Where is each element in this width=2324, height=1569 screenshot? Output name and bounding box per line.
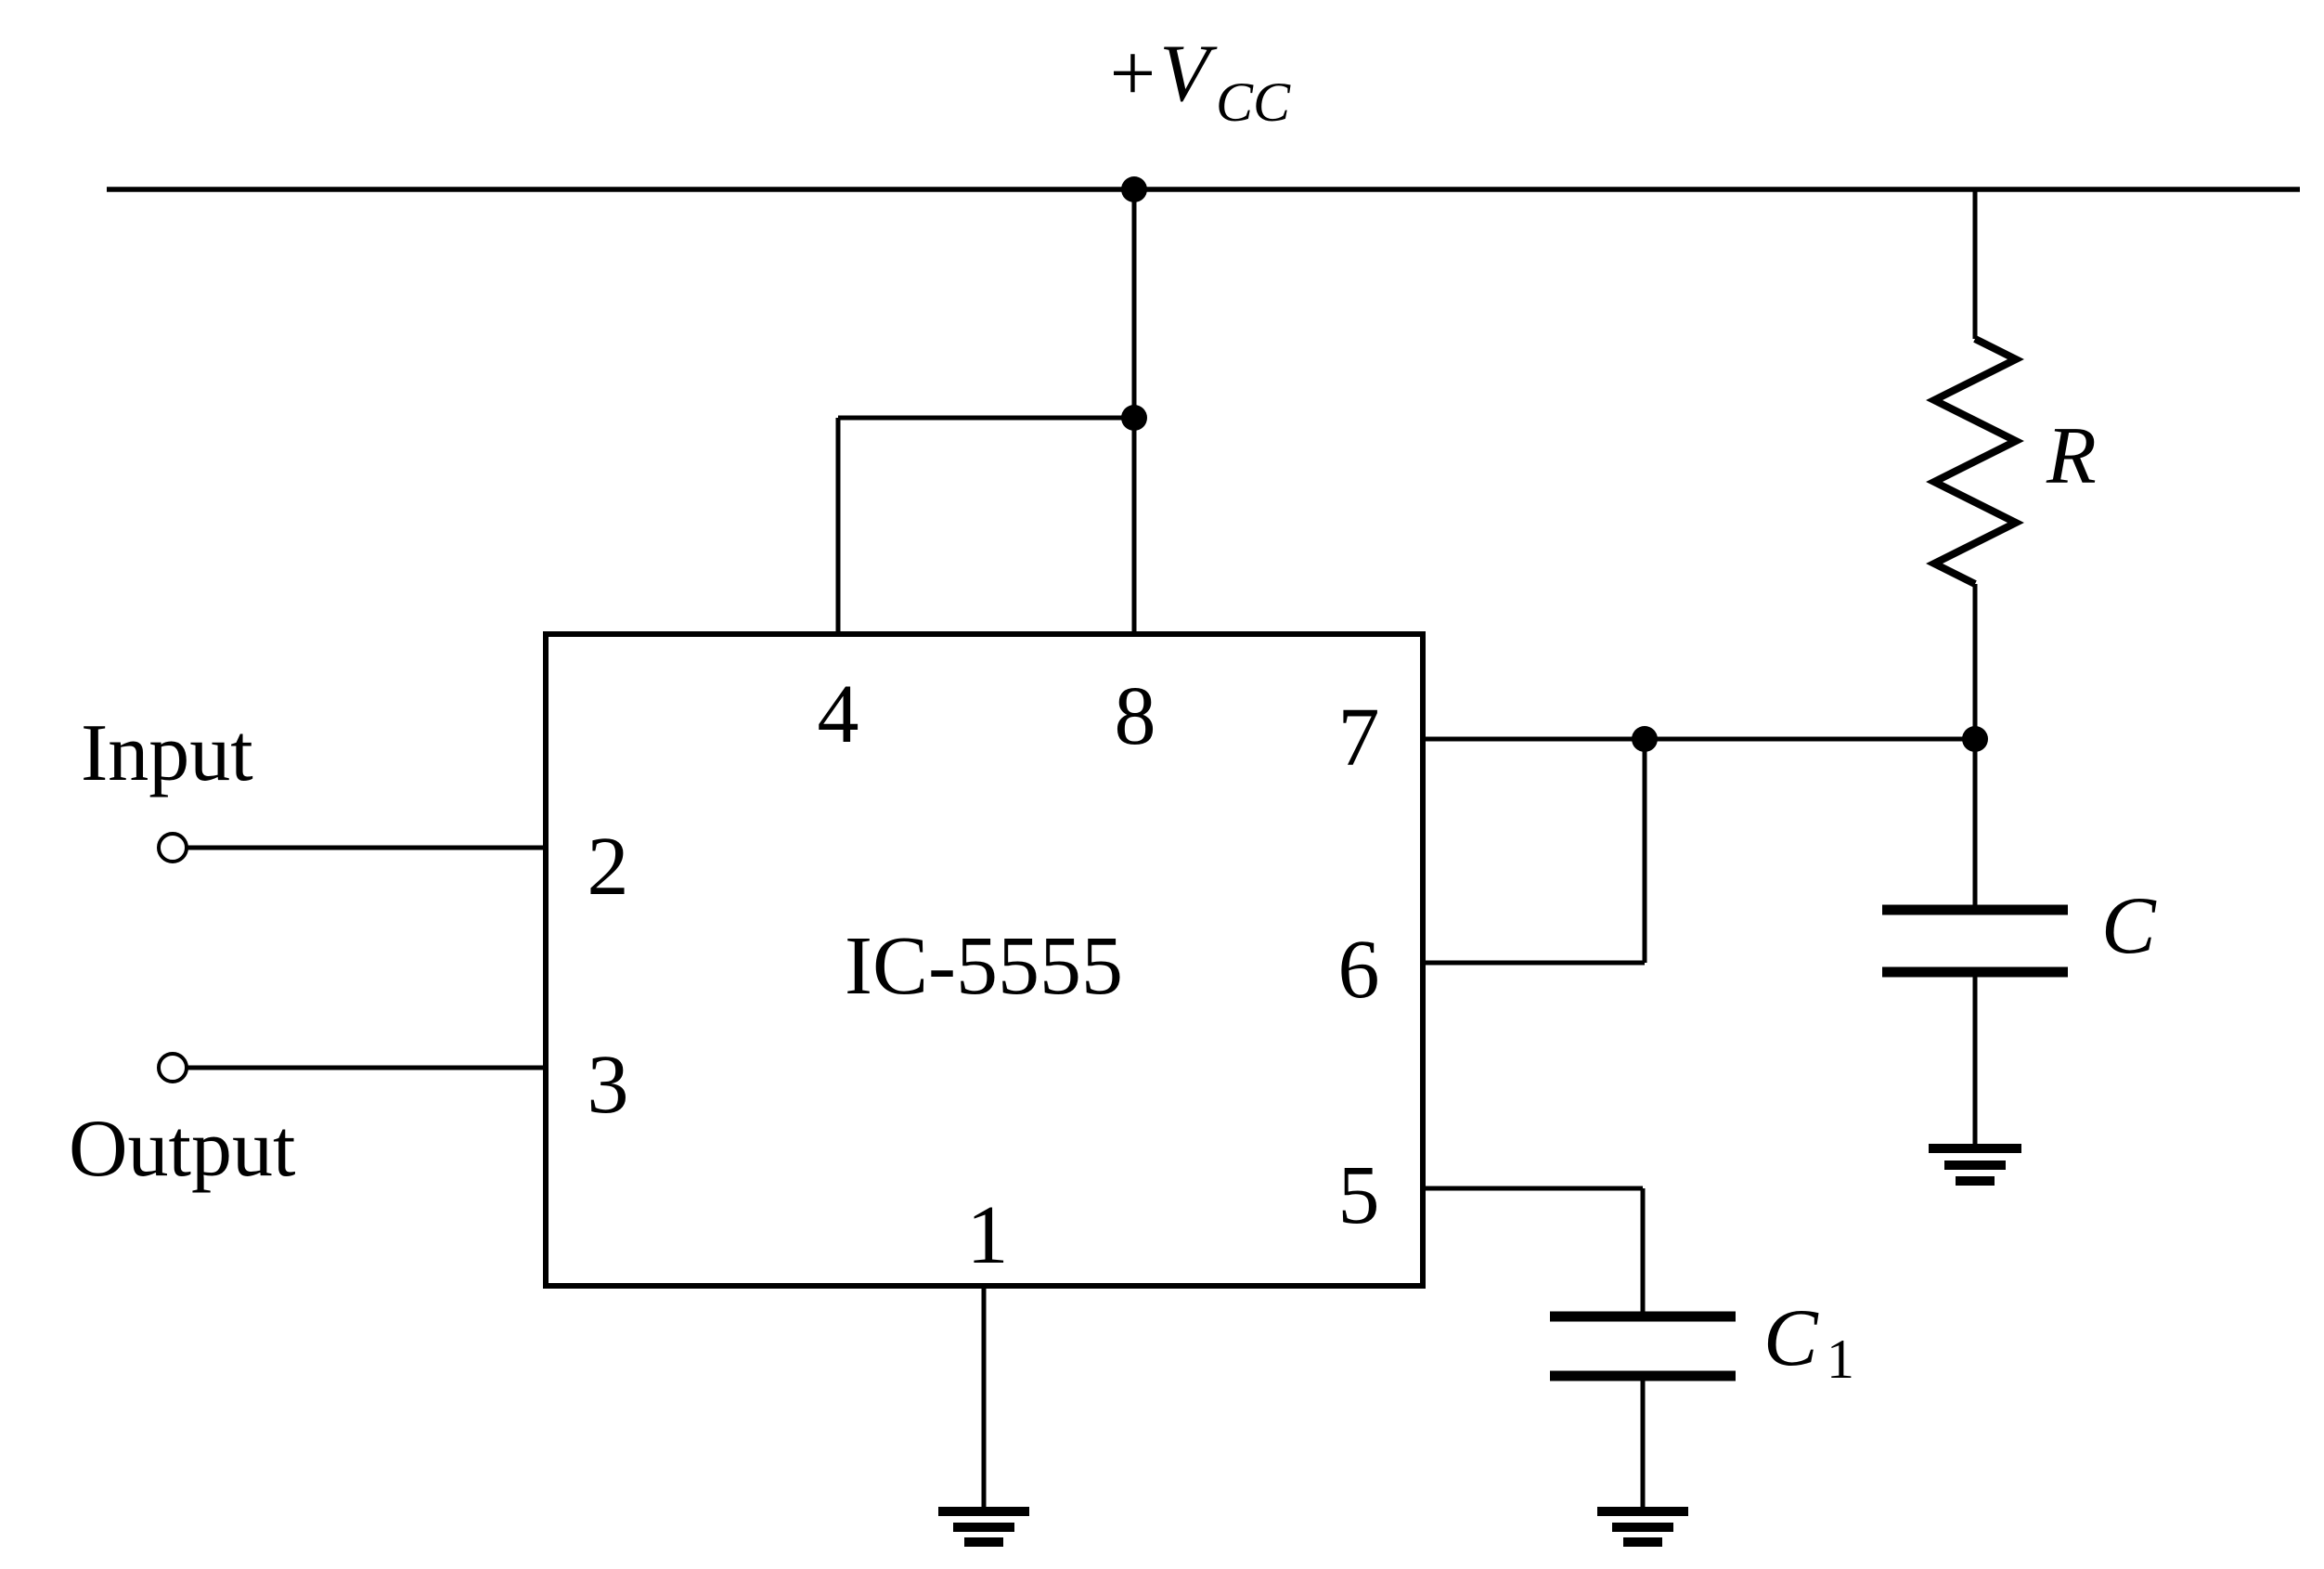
text-labels: +V CC Input Output — [69, 29, 1291, 1194]
supply-feed-wires — [835, 189, 1147, 634]
io-terminals — [157, 832, 546, 1083]
power-rail — [107, 176, 2300, 202]
vcc-label-main: +V — [1104, 29, 1218, 119]
ic-name-label: IC-5555 — [845, 920, 1123, 1012]
pin-8-number: 8 — [1115, 670, 1156, 762]
pin-1-number: 1 — [967, 1189, 1009, 1281]
ground-symbol-c1 — [1597, 1507, 1688, 1547]
resistor-zigzag — [1926, 335, 2024, 588]
ground-symbol-c — [1929, 1144, 2021, 1186]
capacitor-c: C — [1882, 739, 2157, 1186]
ground-symbol-pin1 — [938, 1507, 1029, 1547]
pin-3-number: 3 — [587, 1039, 629, 1131]
pin1-ground — [938, 1286, 1029, 1547]
ic-5555: IC-5555 4 8 7 6 5 2 3 1 — [543, 631, 1426, 1289]
pin-4-number: 4 — [818, 668, 859, 760]
vcc-label-subscript: CC — [1216, 71, 1291, 133]
discharge-threshold-wiring — [1423, 726, 1988, 966]
capacitor-c1: C 1 — [1423, 1186, 1854, 1547]
pin-7-number: 7 — [1338, 692, 1380, 784]
capacitor-c-label: C — [2101, 881, 2157, 971]
output-label: Output — [69, 1104, 295, 1194]
capacitor-c1-subscript: 1 — [1827, 1329, 1854, 1390]
input-label: Input — [81, 708, 253, 798]
output-terminal-circle — [157, 1052, 188, 1083]
capacitor-c1-label: C — [1763, 1293, 1819, 1383]
input-terminal-circle — [157, 832, 188, 863]
resistor-label: R — [2046, 411, 2097, 501]
resistor-r: R — [1926, 189, 2097, 739]
junction-dot-pin6-pin7 — [1632, 726, 1658, 752]
pin-6-number: 6 — [1338, 924, 1380, 1016]
pin-2-number: 2 — [587, 821, 629, 913]
pin-5-number: 5 — [1338, 1149, 1380, 1241]
